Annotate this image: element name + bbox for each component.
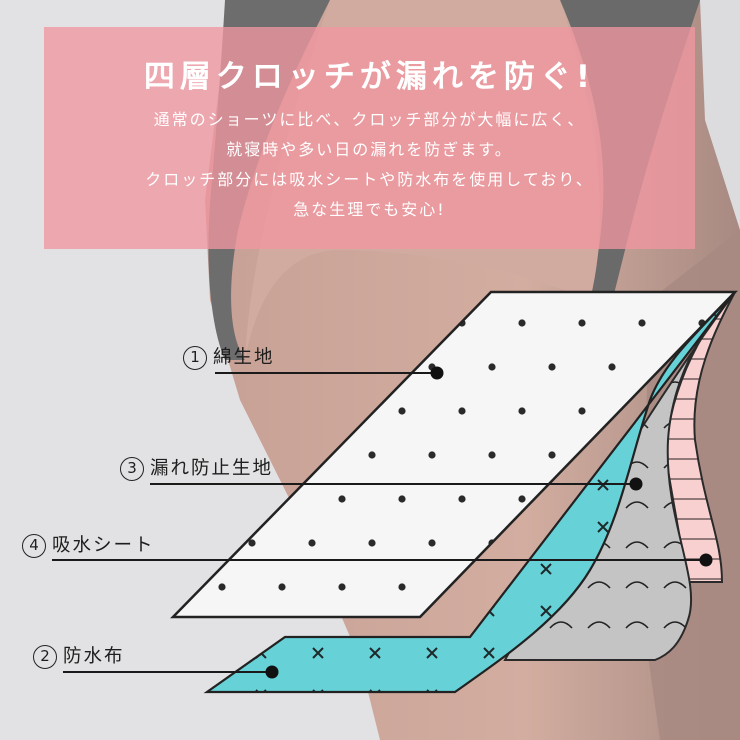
promo-title: 四層クロッチが漏れを防ぐ! [143,59,596,95]
promo-banner: 四層クロッチが漏れを防ぐ! 通常のショーツに比べ、クロッチ部分が大幅に広く、 就… [44,27,695,249]
pointer-dot [699,553,713,567]
label-leak-proof: 3 漏れ防止生地 [120,454,273,481]
promo-line: 就寝時や多い日の漏れを防ぎます。 [226,140,513,159]
promo-line: 通常のショーツに比べ、クロッチ部分が大幅に広く、 [153,110,586,129]
layer-name: 防水布 [63,646,125,667]
layer-waterproof [203,291,736,694]
circled-number: 2 [33,645,57,669]
layer-name: 漏れ防止生地 [150,458,274,479]
label-waterproof: 2 防水布 [33,642,125,669]
label-absorbent: 4 吸水シート [22,531,155,558]
layer-name: 吸水シート [52,535,155,556]
layer-cotton [170,290,738,619]
circled-number: 4 [22,534,46,558]
pointer-dot [265,665,279,679]
pointer-dot [629,477,643,491]
promo-line: クロッチ部分には吸水シートや防水布を使用しており、 [145,170,594,189]
circled-number: 3 [120,457,144,481]
promo-description: 通常のショーツに比べ、クロッチ部分が大幅に広く、 就寝時や多い日の漏れを防ぎます… [44,105,695,225]
label-cotton: 1 綿生地 [183,343,275,370]
promo-line: 急な生理でも安心! [293,200,446,219]
circled-number: 1 [183,346,207,370]
layer-name: 綿生地 [213,347,275,368]
pointer-dot [430,366,444,380]
